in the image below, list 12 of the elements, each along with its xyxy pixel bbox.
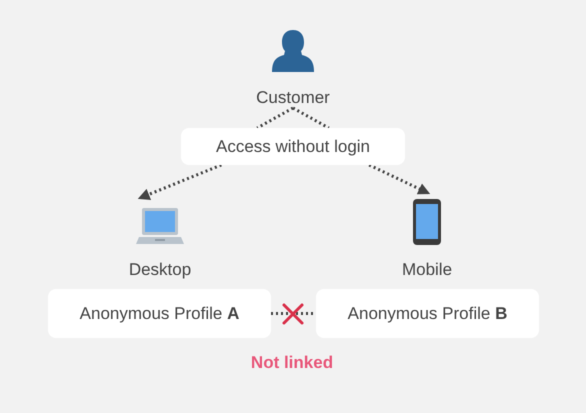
label-box: Access without login bbox=[181, 128, 405, 165]
dotted-connector bbox=[138, 164, 222, 200]
dotted-connector bbox=[256, 106, 294, 130]
profile-card: Anonymous Profile A bbox=[48, 289, 271, 338]
dotted-connector bbox=[368, 164, 430, 194]
device-label: Mobile bbox=[402, 260, 452, 280]
status-note: Not linked bbox=[250, 352, 334, 374]
device-label: Desktop bbox=[128, 260, 192, 280]
dotted-connector bbox=[271, 312, 316, 315]
customer-label: Customer bbox=[256, 88, 330, 108]
dotted-connector bbox=[292, 106, 330, 130]
profile-card: Anonymous Profile B bbox=[316, 289, 539, 338]
